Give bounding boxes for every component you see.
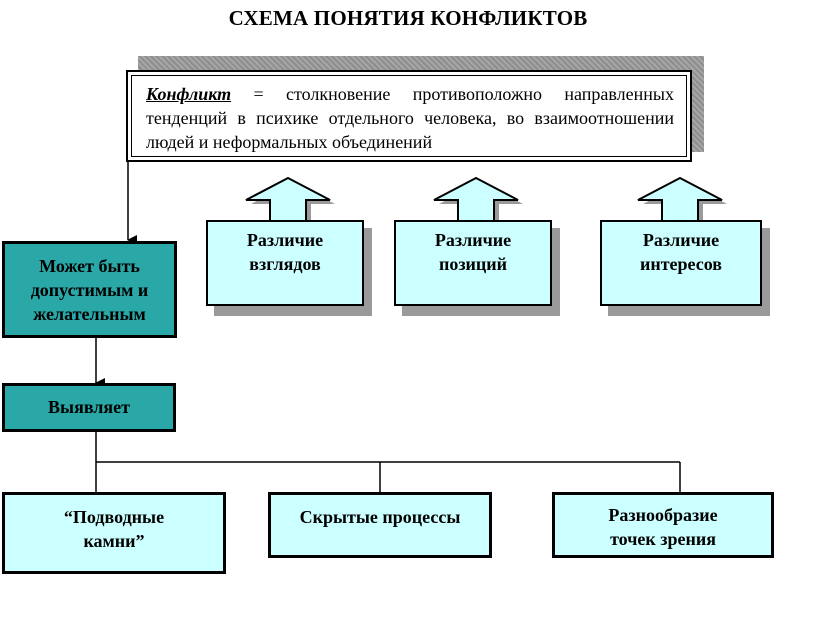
definition-box: Конфликт = столкновение противоположно н… — [126, 70, 692, 162]
diverse-views-line1: Разнообразие — [608, 505, 718, 525]
permissible-line3: желательным — [33, 304, 146, 324]
box-reveals: Выявляет — [2, 383, 176, 432]
diagram-title: СХЕМА ПОНЯТИЯ КОНФЛИКТОВ — [228, 6, 588, 30]
pitfalls-line1: “Подводные — [63, 507, 165, 527]
definition-term: Конфликт — [146, 84, 232, 104]
hidden-processes-line1: Скрытые процессы — [299, 507, 461, 527]
difference-box-interests: Различие интересов — [600, 220, 762, 306]
difference-positions-line1: Различие — [434, 230, 512, 250]
difference-interests-line1: Различие — [642, 230, 720, 250]
outcome-box-hidden-processes: Скрытые процессы — [268, 492, 492, 558]
reveals-label: Выявляет — [48, 397, 130, 417]
permissible-line1: Может быть — [39, 256, 140, 276]
definition-body: = столкновение противоположно направленн… — [146, 84, 674, 152]
definition-text: Конфликт = столкновение противоположно н… — [131, 75, 687, 157]
difference-interests-line2: интересов — [639, 254, 723, 274]
difference-box-positions: Различие позиций — [394, 220, 552, 306]
box-permissible-desirable: Может быть допустимым и желательным — [2, 241, 177, 338]
up-arrow-views — [245, 176, 335, 222]
diverse-views-line2: точек зрения — [610, 529, 716, 549]
difference-views-line2: взглядов — [249, 254, 321, 274]
difference-positions-line2: позиций — [438, 254, 508, 274]
difference-views-line1: Различие — [246, 230, 324, 250]
outcome-box-diverse-views: Разнообразие точек зрения — [552, 492, 774, 558]
pitfalls-line2: камни” — [83, 531, 145, 551]
difference-box-views: Различие взглядов — [206, 220, 364, 306]
outcome-box-pitfalls: “Подводные камни” — [2, 492, 226, 574]
up-arrow-interests — [637, 176, 727, 222]
permissible-line2: допустимым и — [30, 280, 149, 300]
up-arrow-positions — [433, 176, 523, 222]
